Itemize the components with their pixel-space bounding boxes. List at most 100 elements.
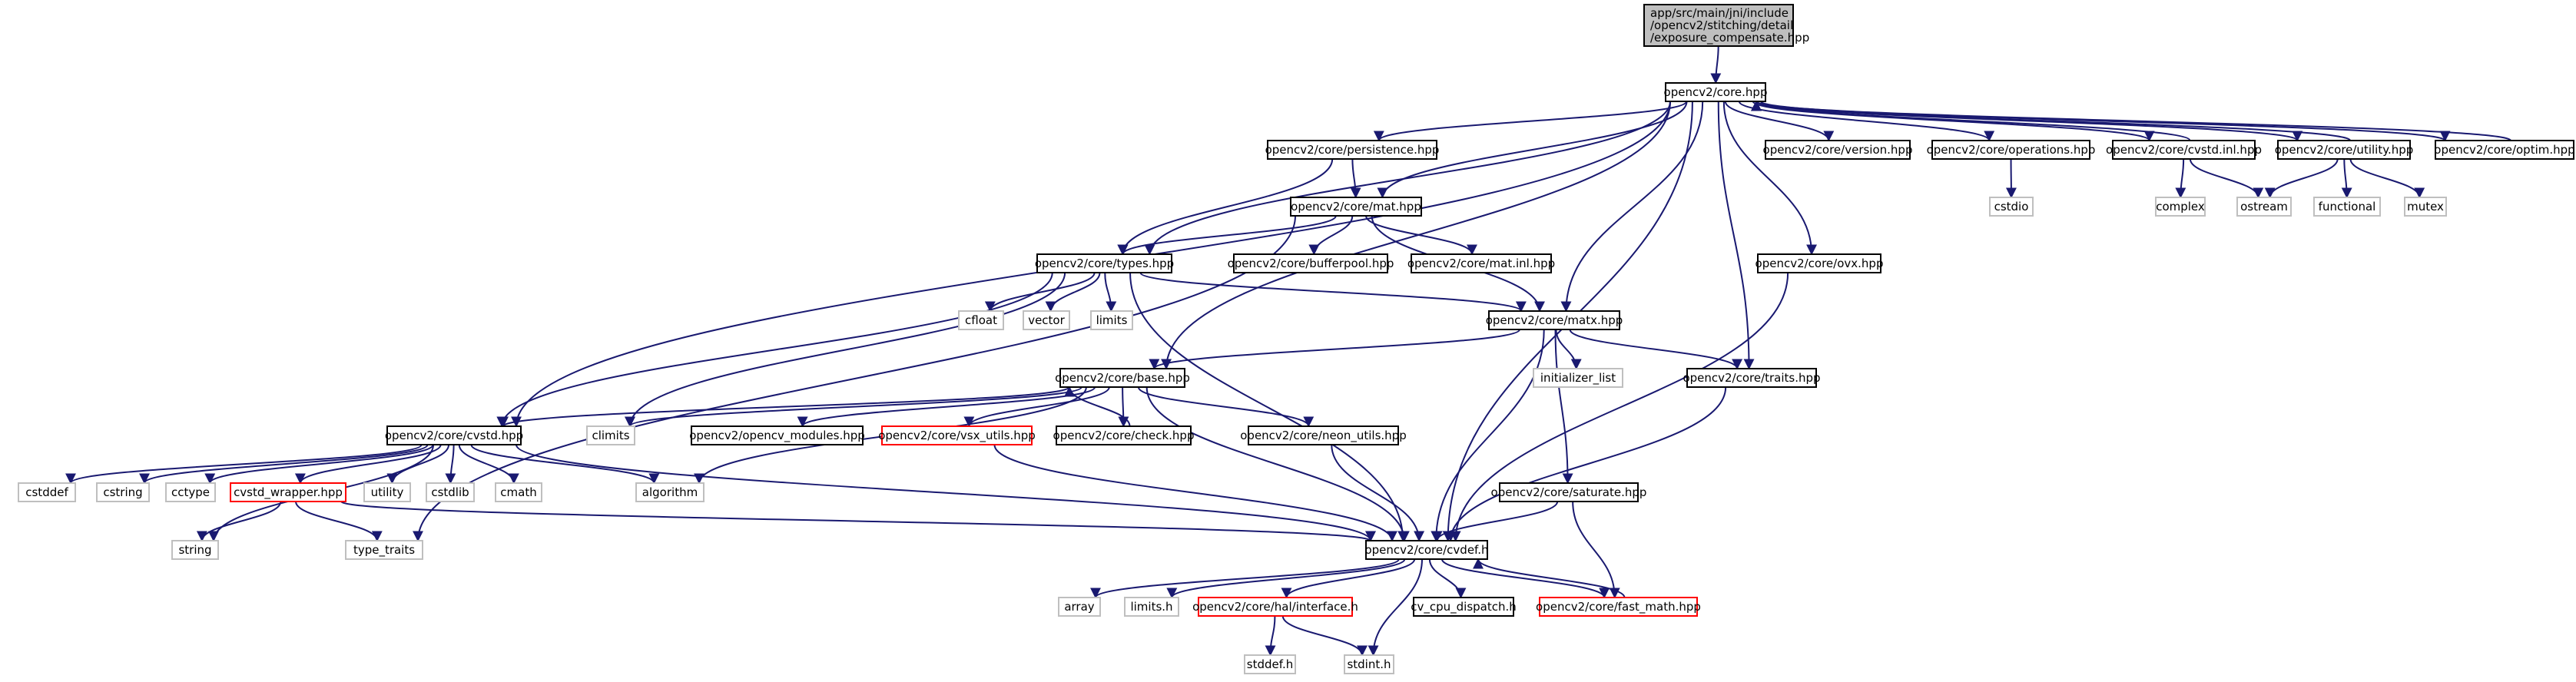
node-array: array [1058,597,1101,617]
node-label: mutex [2407,200,2444,214]
edge-neon-to-cvdef [1331,444,1425,542]
node-mat[interactable]: opencv2/core/mat.hpp [1290,197,1422,217]
edge-base-to-cvstd [498,386,1070,428]
node-version[interactable]: opencv2/core/version.hpp [1763,140,1913,160]
node-box [230,482,346,502]
node-mat-inl[interactable]: opencv2/core/mat.inl.hpp [1407,253,1555,273]
node-label: cmath [500,485,536,499]
node-cvdef[interactable]: opencv2/core/cvdef.h [1364,540,1489,560]
node-ovx[interactable]: opencv2/core/ovx.hpp [1755,253,1884,273]
node-label: opencv2/core/saturate.hpp [1491,485,1647,499]
node-cfloat: cfloat [958,310,1004,330]
node-label: opencv2/core/neon_utils.hpp [1240,429,1406,443]
edge-matx-to-saturate [1554,329,1573,485]
edge-utility-to-mutex [2349,158,2425,199]
node-check[interactable]: opencv2/core/check.hpp [1053,425,1195,445]
node-cmath: cmath [495,482,542,502]
edge-vsx-to-cvdef [993,444,1397,542]
node-label: opencv2/core/mat.inl.hpp [1407,257,1555,270]
node-box [426,482,475,502]
node-label: opencv2/core/traits.hpp [1683,371,1820,385]
edge-mat-to-type_traits [413,215,1296,542]
edge-check-to-base [1064,386,1131,427]
node-box [1533,368,1623,388]
node-box [881,425,1033,445]
node-box [1090,310,1133,330]
node-cvstd-inl[interactable]: opencv2/core/cvstd.inl.hpp [2106,140,2262,160]
node-label: ostream [2240,200,2288,214]
node-box [1765,140,1911,160]
node-stdint-h: stdint.h [1344,654,1394,674]
edge-types-to-vector [1045,272,1101,313]
edge-cvstd_wrapper-to-string [196,501,282,542]
node-label: opencv2/core/check.hpp [1053,429,1195,442]
node-box [2404,197,2447,217]
node-base[interactable]: opencv2/core/base.hpp [1055,368,1190,388]
node-bufferpool[interactable]: opencv2/core/bufferpool.hpp [1228,253,1394,273]
edge-utility-to-functional [2341,158,2352,199]
node-label: limits [1096,313,1128,327]
edge-cvstd_wrapper-to-cvdef [340,501,1376,542]
node-box [2277,140,2411,160]
node-box [18,482,76,502]
node-core[interactable]: opencv2/core.hpp [1664,82,1768,102]
node-label: cstring [103,485,142,499]
node-box [1643,4,1794,47]
node-label: climits [592,429,629,442]
edge-mat-to-bufferpool [1308,215,1354,256]
edge-cvdef-to-stdint_h [1368,558,1423,657]
node-box [1413,597,1514,617]
node-cvstd[interactable]: opencv2/core/cvstd.hpp [385,425,523,445]
node-limits-h: limits.h [1124,597,1179,617]
edge-types-to-cfloat [984,272,1096,313]
edge-fast_math-to-cvdef [1473,558,1626,598]
node-operations[interactable]: opencv2/core/operations.hpp [1927,140,2096,160]
edge-traits-to-cvdef [1445,386,1727,542]
node-label: cvstd_wrapper.hpp [234,485,343,500]
node-traits[interactable]: opencv2/core/traits.hpp [1683,368,1821,388]
node-box [1665,82,1766,102]
edge-cvstd_inl-to-complex [2175,158,2186,199]
node-cpu-dispatch[interactable]: cv_cpu_dispatch.h [1411,597,1517,617]
edge-types-to-limits [1104,272,1117,313]
node-root[interactable]: app/src/main/jni/include/opencv2/stitchi… [1643,4,1809,47]
node-box [1056,425,1192,445]
node-neon[interactable]: opencv2/core/neon_utils.hpp [1240,425,1407,445]
edge-base-to-climits [625,386,1082,428]
node-types[interactable]: opencv2/core/types.hpp [1035,253,1174,273]
node-persistence[interactable]: opencv2/core/persistence.hpp [1265,140,1440,160]
edge-utility-to-core [1751,100,2351,141]
node-modules[interactable]: opencv2/opencv_modules.hpp [689,425,865,445]
node-box [1411,253,1552,273]
node-fast-math[interactable]: opencv2/core/fast_math.hpp [1536,597,1701,617]
node-hal-interface[interactable]: opencv2/core/hal/interface.h [1192,597,1358,617]
edge-cvdef-to-array [1090,558,1400,599]
node-label: opencv2/core/version.hpp [1763,143,1913,157]
edge-cvstd-to-cmath [458,444,519,485]
node-cvstd-wrapper[interactable]: cvstd_wrapper.hpp [230,482,346,502]
node-label: stdint.h [1347,657,1391,671]
node-box [958,310,1004,330]
node-label: cv_cpu_dispatch.h [1411,600,1517,614]
node-label: utility [371,485,404,499]
edge-core-to-persistence [1374,101,1688,142]
node-cstddef: cstddef [18,482,76,502]
edge-cvstd-to-algorithm [470,444,660,485]
node-matx[interactable]: opencv2/core/matx.hpp [1486,310,1623,330]
edge-hal_interface-to-stdint_h [1281,615,1368,657]
root-label-line: /exposure_compensate.hpp [1650,31,1809,45]
node-label: cstdlib [431,485,469,499]
edge-matx-to-cvdef [1431,329,1545,542]
node-utility[interactable]: opencv2/core/utility.hpp [2275,140,2414,160]
node-saturate[interactable]: opencv2/core/saturate.hpp [1491,482,1647,502]
node-label: functional [2319,200,2376,214]
node-cstring: cstring [96,482,150,502]
node-vsx[interactable]: opencv2/core/vsx_utils.hpp [878,425,1036,445]
node-label: opencv2/core/mat.hpp [1291,200,1421,214]
node-stddef-h: stddef.h [1244,654,1296,674]
edge-persistence-to-types [1117,158,1334,256]
node-label: opencv2/core/vsx_utils.hpp [878,429,1036,443]
edge-cvdef-to-limits_h [1166,558,1406,599]
node-optim[interactable]: opencv2/core/optim.hpp [2434,140,2575,160]
node-box [1036,253,1172,273]
